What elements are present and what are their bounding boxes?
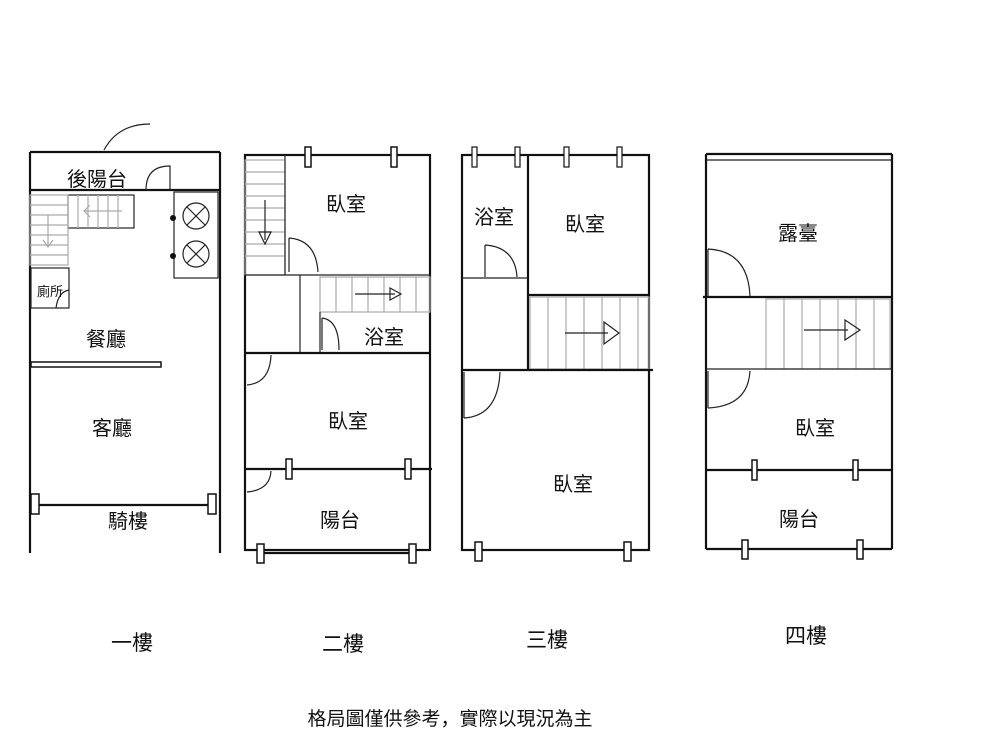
room-label-f3-bedroom-small: 臥室 [565, 212, 605, 236]
stove-burner-2-icon [182, 240, 210, 268]
room-label-f2-bath: 浴室 [364, 325, 404, 349]
room-label-arcade: 騎樓 [108, 509, 148, 533]
room-label-living: 客廳 [92, 416, 132, 440]
floor-name-3: 三樓 [526, 628, 568, 652]
entry-door-arc [103, 123, 151, 151]
room-label-f2-bedroom-rear: 臥室 [328, 409, 368, 433]
stove-counter [173, 191, 219, 279]
balcony-door-arc [145, 165, 171, 191]
room-label-f3-bedroom-large: 臥室 [553, 472, 593, 496]
room-label-f4-terrace: 露臺 [778, 221, 818, 245]
room-label-f3-bath: 浴室 [474, 205, 514, 229]
room-label-toilet: 廁所 [37, 284, 63, 300]
room-label-dining: 餐廳 [86, 327, 126, 351]
floor-name-1: 一樓 [111, 631, 153, 655]
floor-2-plan: 臥室 浴室 臥室 陽台 [243, 146, 432, 564]
disclaimer-note: 格局圖僅供參考，實際以現況為主 [307, 708, 592, 730]
floor-name-2: 二樓 [322, 632, 364, 656]
floor-3-plan: 浴室 臥室 臥室 [460, 146, 653, 562]
room-label-f4-balcony: 陽台 [779, 507, 819, 531]
room-label-f2-balcony: 陽台 [320, 508, 360, 532]
room-label-f2-bedroom-front: 臥室 [326, 192, 366, 216]
floor-1-plan: 後陽台 廁所 餐廳 客廳 騎樓 [28, 123, 222, 553]
stove-burner-1-icon [182, 202, 210, 230]
toilet-room [30, 267, 70, 309]
floor-4-plan: 露臺 臥室 陽台 [703, 152, 894, 560]
floor-name-4: 四樓 [785, 624, 827, 648]
room-label-back-balcony: 後陽台 [67, 167, 127, 191]
dining-living-divider [30, 361, 162, 368]
room-label-f4-bedroom: 臥室 [795, 416, 835, 440]
